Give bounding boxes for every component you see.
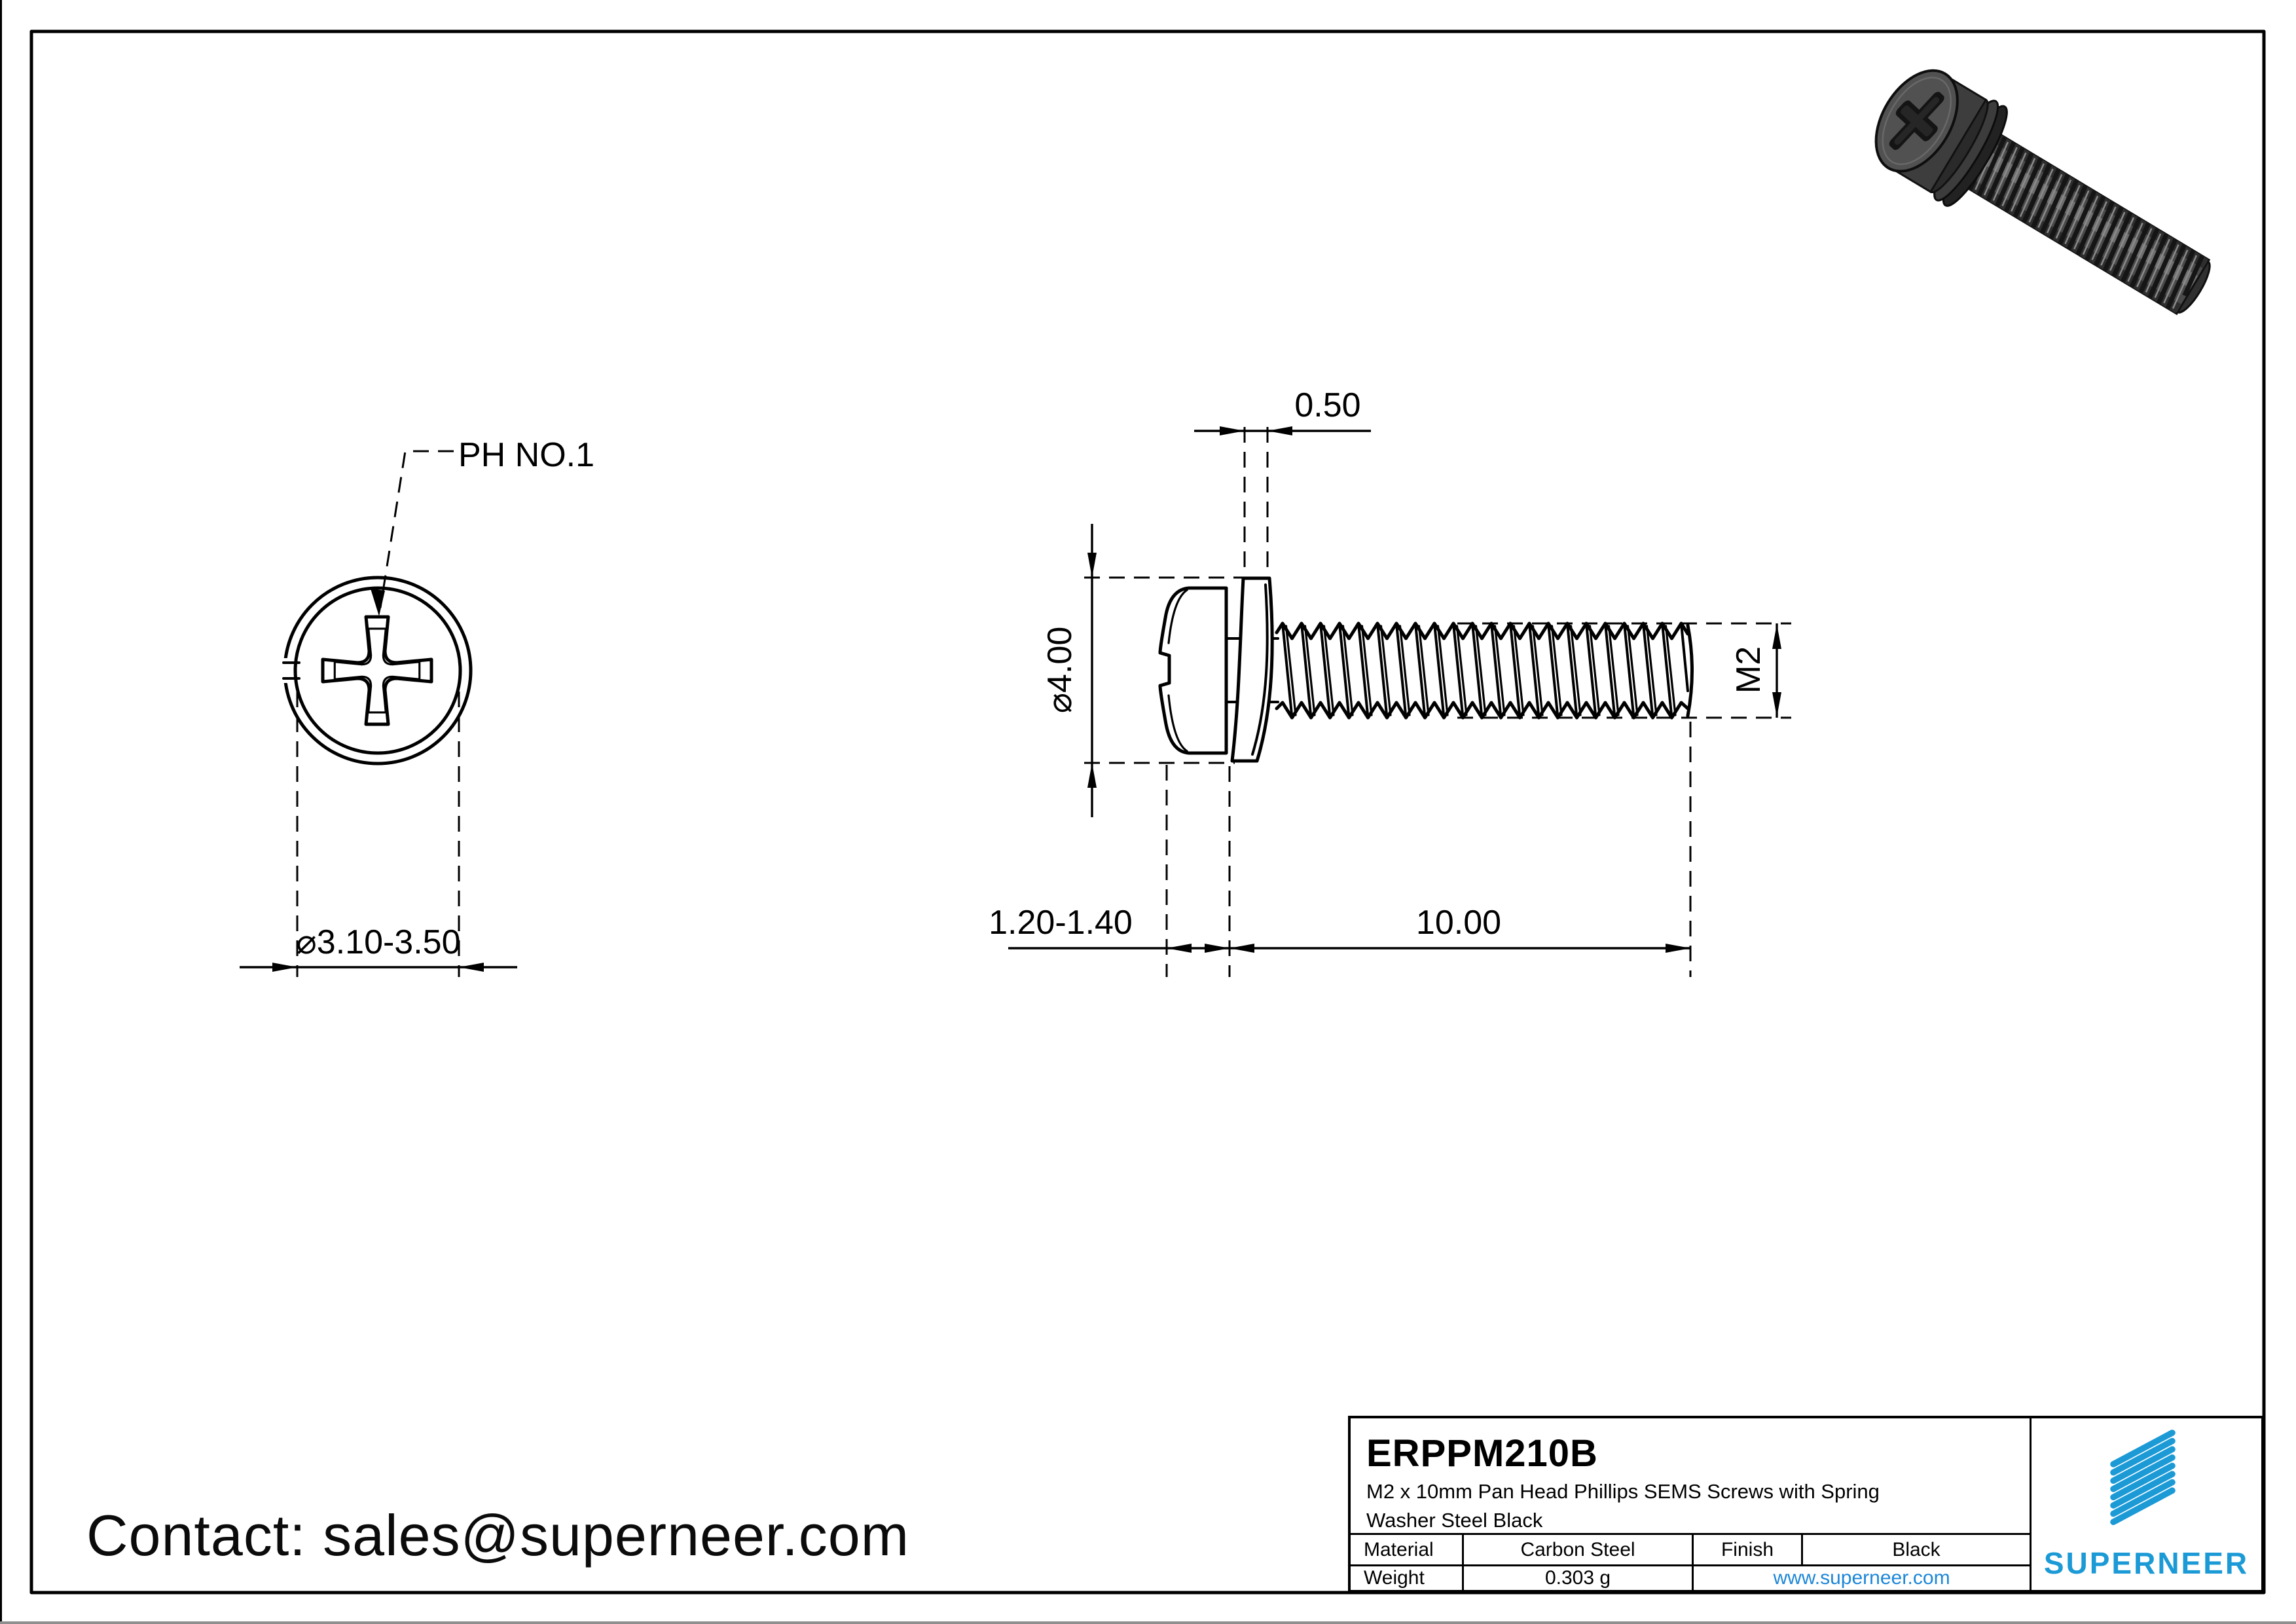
phillips-recess-outer [321, 615, 433, 726]
dim-arrow [1205, 944, 1230, 953]
dim-thread-length: 10.00 [1416, 904, 1501, 942]
dim-head-height: 1.20-1.40 [989, 904, 1133, 942]
titleblock-divider [2030, 1418, 2032, 1590]
finish-label: Finish [1721, 1538, 1774, 1560]
extension-lines-thread [1457, 622, 1791, 719]
washer-inner-line [1251, 583, 1269, 756]
dim-arrow [1087, 763, 1097, 788]
part-description-line2: Washer Steel Black [1366, 1509, 1543, 1532]
head-dome-inner-lines [1167, 589, 1188, 752]
dim-arrow [1167, 944, 1192, 953]
side-view: 0.50 ⌀4.00 M2 1.20-1.40 10.00 [989, 386, 1791, 977]
drawing-frame [29, 29, 2266, 1595]
leader-arrowhead [371, 589, 385, 616]
website-link[interactable]: www.superneer.com [1773, 1567, 1950, 1589]
brand-name: SUPERNEER [2043, 1546, 2250, 1580]
pan-head-outline [293, 586, 462, 755]
dim-arrow [272, 963, 297, 972]
page-bottom-edge [0, 1621, 2296, 1624]
part-description: M2 x 10mm Pan Head Phillips SEMS Screws … [1366, 1477, 1880, 1535]
title-block: ERPPM210B M2 x 10mm Pan Head Phillips SE… [1348, 1416, 2264, 1593]
brand-logo-icon [2110, 1430, 2176, 1525]
page-left-edge [0, 0, 2, 1624]
part-number: ERPPM210B [1366, 1432, 1598, 1475]
material-label: Material [1364, 1538, 1434, 1560]
dim-arrow [1666, 944, 1690, 953]
titleblock-divider [1462, 1533, 1464, 1590]
dim-arrow [1772, 692, 1781, 717]
dim-thread-size: M2 [1730, 646, 1768, 693]
shank-lines [1225, 637, 1279, 703]
callout-leader-line [379, 450, 454, 608]
weight-value: 0.303 g [1544, 1567, 1611, 1589]
material-value: Carbon Steel [1520, 1538, 1635, 1560]
dim-arrow [1772, 624, 1781, 649]
dim-arrow [1267, 426, 1292, 435]
phillips-recess-inner [333, 627, 421, 714]
dim-washer-thickness: 0.50 [1294, 386, 1360, 424]
pan-head-profile [1158, 586, 1228, 755]
brand-logo-panel: SUPERNEER [2032, 1418, 2261, 1590]
dim-drive-callout: PH NO.1 [458, 436, 594, 474]
dim-head-top-diameter: ⌀3.10-3.50 [296, 923, 460, 961]
extension-lines-length [1165, 722, 1692, 977]
finish-value: Black [1892, 1538, 1941, 1560]
weight-label: Weight [1364, 1567, 1425, 1589]
phillips-3d-cross [1889, 92, 1944, 150]
dim-outer-diameter: ⌀4.00 [1041, 627, 1079, 714]
titleblock-divider [1692, 1533, 1694, 1590]
titleblock-divider [1351, 1533, 2032, 1535]
thread-end-cap [1686, 623, 1694, 718]
front-view: PH NO.1 ⌀3.10-3.50 [240, 436, 594, 977]
dim-arrow [1230, 944, 1254, 953]
thread-flanks-secondary [1285, 625, 1677, 716]
titleblock-divider [1801, 1533, 1803, 1564]
dim-arrow [1220, 426, 1245, 435]
thread-flanks [1281, 622, 1689, 719]
head-3d-face-ring [1882, 77, 1952, 166]
part-description-line1: M2 x 10mm Pan Head Phillips SEMS Screws … [1366, 1480, 1880, 1503]
contact-line: Contact: sales@superneer.com [86, 1503, 910, 1568]
extension-lines-washer [1243, 427, 1269, 575]
extension-lines-head-dia [296, 692, 460, 977]
extension-lines-od [1084, 576, 1244, 764]
dim-arrow [459, 963, 484, 972]
screw-3d-render [1874, 69, 2211, 316]
dim-arrow [1087, 553, 1097, 578]
titleblock-divider [1351, 1564, 2032, 1566]
